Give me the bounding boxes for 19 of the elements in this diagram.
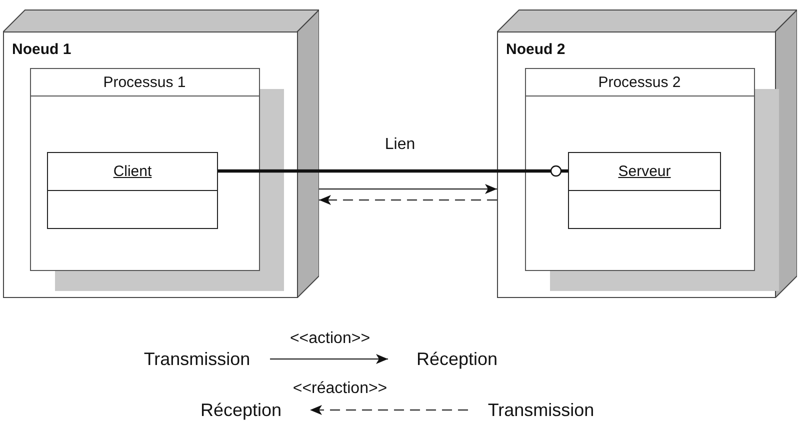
node-text: Transmission xyxy=(472,397,610,423)
node-title: Noeud 2 xyxy=(506,41,566,58)
connector xyxy=(270,354,388,364)
connector xyxy=(319,184,497,194)
process-box xyxy=(525,68,779,291)
node-text: Réception xyxy=(176,397,306,423)
node-text: Réception xyxy=(392,346,522,372)
node-text: Transmission xyxy=(128,346,266,372)
connector xyxy=(319,195,497,205)
connector xyxy=(310,405,468,415)
object-box xyxy=(568,152,721,229)
object-name: Serveur xyxy=(618,163,671,180)
node-title: Noeud 1 xyxy=(12,41,72,58)
process-title: Processus 2 xyxy=(597,74,682,91)
process-title: Processus 1 xyxy=(102,74,187,91)
connector xyxy=(218,165,569,177)
object-box xyxy=(47,152,218,229)
object-name: Client xyxy=(113,163,152,180)
process-box xyxy=(30,68,284,291)
